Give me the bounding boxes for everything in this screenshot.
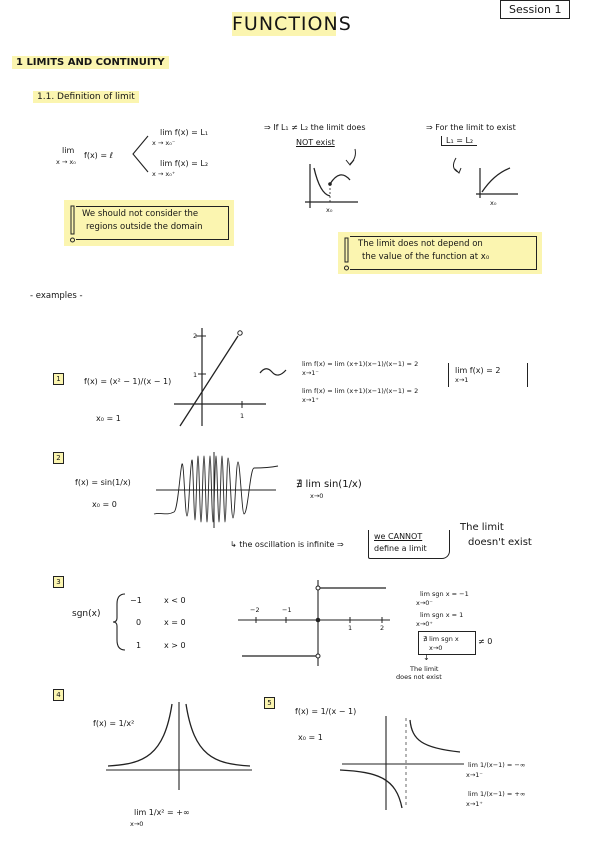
discontinuity-graph bbox=[305, 148, 358, 208]
brace-icon bbox=[132, 135, 149, 173]
example-3-case3-cond: x > 0 bbox=[164, 641, 186, 650]
depend-note: The limit does not depend on the value o… bbox=[338, 232, 542, 274]
example-1-function: f(x) = (x² − 1)/(x − 1) bbox=[84, 377, 172, 386]
example-3-tick-m2: −2 bbox=[250, 606, 260, 614]
example-1-tick-y2: 2 bbox=[193, 332, 198, 340]
example-3-case2-cond: x = 0 bbox=[164, 618, 186, 627]
depend-note-line1: The limit does not depend on bbox=[358, 239, 483, 249]
warning-icon bbox=[70, 205, 75, 243]
example-1-result: lim f(x) = 2 bbox=[455, 366, 501, 375]
example-5-limit-left-sub: x→1⁻ bbox=[466, 771, 483, 779]
x0-label-a: x₀ bbox=[326, 206, 333, 214]
depend-note-line2: the value of the function at x₀ bbox=[362, 252, 490, 262]
example-5-x0: x₀ = 1 bbox=[298, 733, 323, 742]
example-1-result-box: lim f(x) = 2 x→1 bbox=[448, 363, 528, 387]
example-3-conclusion-1: The limit bbox=[410, 665, 439, 673]
not-exist-note: NOT exist bbox=[296, 138, 335, 147]
example-4-function: f(x) = 1/x² bbox=[93, 719, 135, 728]
example-3-limit: ∄ lim sgn x bbox=[423, 635, 459, 643]
example-3-case1-cond: x < 0 bbox=[164, 596, 186, 605]
example-2-conclusion-2: doesn't exist bbox=[468, 537, 532, 548]
example-5-limit-right-sub: x→1⁺ bbox=[466, 800, 483, 808]
session-label: Session 1 bbox=[500, 0, 571, 19]
example-3-limit-right-sub: x→0⁺ bbox=[416, 620, 433, 628]
def-right-sub: x → x₀⁺ bbox=[152, 170, 176, 178]
section-heading: 1 LIMITS AND CONTINUITY bbox=[12, 56, 169, 69]
example-3-limit-sub: x→0 bbox=[429, 644, 443, 652]
example-3-function: sgn(x) bbox=[72, 609, 101, 619]
example-5-function: f(x) = 1/(x − 1) bbox=[295, 707, 357, 716]
example-3-graph bbox=[238, 580, 390, 666]
example-2-cannot-box: we CANNOT define a limit bbox=[368, 530, 450, 559]
example-2-number: 2 bbox=[53, 452, 64, 464]
examples-label: - examples - bbox=[30, 291, 83, 301]
example-3-case1-value: −1 bbox=[130, 596, 142, 605]
example-5-limit-left: lim 1/(x−1) = −∞ bbox=[468, 761, 526, 769]
example-4-limit-sub: x→0 bbox=[130, 820, 144, 828]
example-1-tick-y1: 1 bbox=[193, 371, 198, 379]
domain-note-line1: We should not consider the bbox=[82, 209, 199, 219]
example-3-tick-m1: −1 bbox=[282, 606, 292, 614]
continuous-graph bbox=[452, 157, 518, 198]
def-left-lim: lim f(x) = L₁ bbox=[160, 128, 209, 137]
def-lim-rhs: f(x) = ℓ bbox=[84, 151, 113, 160]
example-1-right-sub: x→1⁺ bbox=[302, 396, 319, 404]
eq-note: L₁ = L₂ bbox=[441, 136, 478, 146]
example-3-limit-box: ∄ lim sgn x x→0 bbox=[418, 631, 476, 655]
def-lim: lim bbox=[62, 146, 75, 155]
example-3-tick-2: 2 bbox=[380, 624, 385, 632]
domain-note-line2: regions outside the domain bbox=[86, 222, 203, 232]
example-3-arrow: ↓ bbox=[423, 653, 430, 662]
example-4-number: 4 bbox=[53, 689, 64, 701]
example-3-case2-value: 0 bbox=[136, 618, 142, 627]
example-2-not-exists: ∄ lim sin(1/x) bbox=[296, 479, 362, 490]
example-3-case3-value: 1 bbox=[136, 641, 142, 650]
example-3-number: 3 bbox=[53, 576, 64, 588]
example-1-number: 1 bbox=[53, 373, 64, 385]
example-2-conclusion-1: The limit bbox=[460, 522, 504, 533]
example-3-neq: ≠ 0 bbox=[478, 637, 493, 646]
warning-icon bbox=[344, 237, 349, 271]
tilde-icon bbox=[259, 368, 287, 376]
def-left-sub: x → x₀⁻ bbox=[152, 139, 176, 147]
example-3-limit-left: lim sgn x = −1 bbox=[420, 590, 469, 598]
def-lim-sub: x → x₀ bbox=[56, 158, 76, 166]
example-2-x0: x₀ = 0 bbox=[92, 500, 117, 509]
for-note: ⇒ For the limit to exist bbox=[426, 123, 516, 132]
example-3-limit-right: lim sgn x = 1 bbox=[420, 611, 464, 619]
example-5-number: 5 bbox=[264, 697, 275, 709]
example-1-left-sub: x→1⁻ bbox=[302, 369, 319, 377]
example-3-tick-1: 1 bbox=[348, 624, 353, 632]
example-3-conclusion-2: does not exist bbox=[396, 673, 442, 681]
subsection-heading: 1.1. Definition of limit bbox=[33, 91, 139, 103]
example-2-cannot-1: we CANNOT bbox=[374, 532, 423, 541]
brace-icon bbox=[112, 593, 126, 651]
x0-label-b: x₀ bbox=[490, 199, 497, 207]
example-1-tick-x1: 1 bbox=[240, 412, 245, 420]
example-5-graph bbox=[339, 716, 464, 810]
example-1-x0: x₀ = 1 bbox=[96, 414, 121, 423]
domain-note: We should not consider the regions outsi… bbox=[64, 200, 234, 246]
example-2-function: f(x) = sin(1/x) bbox=[75, 478, 131, 487]
example-2-graph bbox=[153, 452, 279, 528]
example-1-right-limit: lim f(x) = lim (x+1)(x−1)/(x−1) = 2 bbox=[302, 387, 419, 395]
def-right-lim: lim f(x) = L₂ bbox=[160, 159, 209, 168]
if-note: ⇒ If L₁ ≠ L₂ the limit does bbox=[264, 123, 366, 132]
example-1-graph bbox=[174, 328, 266, 427]
example-1-left-limit: lim f(x) = lim (x+1)(x−1)/(x−1) = 2 bbox=[302, 360, 419, 368]
example-2-oscillation: ↳ the oscillation is infinite ⇒ bbox=[230, 540, 344, 549]
example-5-limit-right: lim 1/(x−1) = +∞ bbox=[468, 790, 526, 798]
example-4-limit: lim 1/x² = +∞ bbox=[134, 808, 190, 817]
example-2-sub: x→0 bbox=[310, 492, 324, 500]
example-1-result-sub: x→1 bbox=[455, 376, 469, 384]
example-4-graph bbox=[106, 702, 252, 790]
page-title: FUNCTIONS bbox=[232, 12, 352, 36]
example-3-limit-left-sub: x→0⁻ bbox=[416, 599, 433, 607]
example-2-cannot-2: define a limit bbox=[374, 544, 427, 553]
